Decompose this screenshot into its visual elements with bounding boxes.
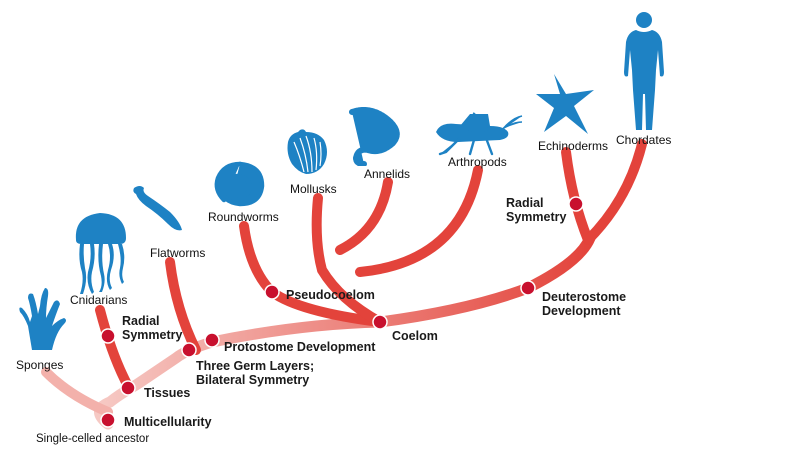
taxon-label-sponges: Sponges [16,358,64,372]
node-coelom [372,314,388,330]
trait-line: Radial [506,196,544,210]
node-pseudocoelom [264,284,280,300]
trait-label-multicellularity: Multicellularity [124,415,212,429]
trait-line: Development [542,304,621,318]
sponge-icon [19,288,66,350]
branch-protostome-to-coelomates [311,193,385,327]
shell-icon [287,129,327,174]
node-three-germ-layers [181,342,197,358]
taxon-label-mollusks: Mollusks [290,182,337,196]
node-deuterostome-development [520,280,536,296]
branch-sponges [41,367,113,417]
node-tissues [120,380,136,396]
jellyfish-icon [75,213,126,294]
trait-line: Deuterostome [542,290,627,304]
trait-line: Bilateral Symmetry [196,373,310,387]
taxon-label-flatworms: Flatworms [150,246,206,260]
trait-line: Symmetry [122,328,183,342]
taxon-label-cnidarians: Cnidarians [70,293,128,307]
branch-echinoderms [561,147,593,245]
grasshopper-icon [436,112,523,156]
starfish-icon [536,74,594,134]
roundworm-icon [214,161,265,207]
flatworm-icon [133,186,182,231]
trait-label-coelom: Coelom [392,329,438,343]
node-protostome-development [204,332,220,348]
human-icon [624,12,664,130]
branch-annelids [335,177,393,255]
node-radial-symmetry-echinoderms [568,196,584,212]
trait-label-deuterostome-development: Deuterostome Development [542,290,626,318]
trait-line: Three Germ Layers; [196,359,315,373]
taxon-label-echinoderms: Echinoderms [538,139,609,153]
taxon-label-annelids: Annelids [364,167,411,181]
branch-chordates [583,139,647,245]
trait-label-radial-symmetry-cnidarians: Radial Symmetry [122,314,182,342]
branch-arthropods [355,165,483,277]
trait-line: Symmetry [506,210,567,224]
root-label-single-celled-ancestor: Single-celled ancestor [36,433,150,445]
trait-label-radial-symmetry-echinoderms: Radial Symmetry [506,196,566,224]
trait-line: Radial [122,314,160,328]
taxon-label-arthropods: Arthropods [448,155,507,169]
trait-label-protostome-development: Protostome Development [224,340,376,354]
trait-label-three-germ-layers: Three Germ Layers; Bilateral Symmetry [196,359,314,387]
segmented-worm-icon [349,107,400,166]
node-radial-symmetry-cnidarians [100,328,116,344]
trait-label-tissues: Tissues [144,386,191,400]
trait-label-pseudocoelom: Pseudocoelom [286,288,375,302]
branch-flatworms [165,257,201,355]
taxon-label-chordates: Chordates [616,133,672,147]
taxon-label-roundworms: Roundworms [208,210,279,224]
node-multicellularity [100,412,116,428]
branch-cnidarians [95,305,133,391]
